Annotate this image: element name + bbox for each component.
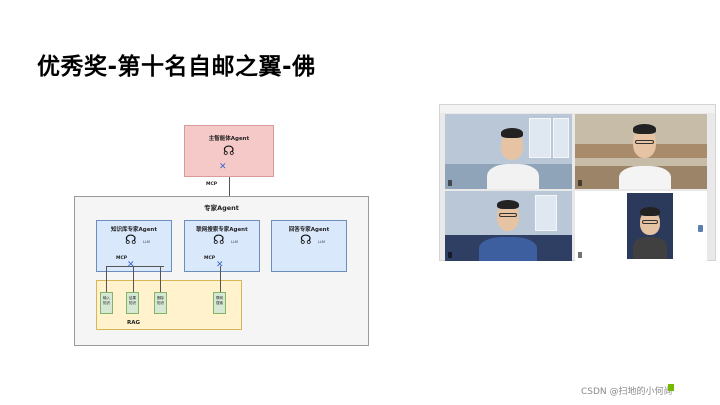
llm-label: LLM xyxy=(318,240,325,244)
answer-agent-box: 回答专家Agent ☊ LLM xyxy=(271,220,347,272)
connector-line xyxy=(229,177,230,196)
knowledge-agent-label: 知识库专家Agent xyxy=(111,227,157,233)
participant-video-frame xyxy=(627,193,673,259)
main-agent-box: 主智能体Agent ☊ xyxy=(184,125,274,177)
rag-label: RAG xyxy=(127,320,141,326)
mcp-sub1-label: MCP xyxy=(116,256,128,261)
brain-icon: ☊ xyxy=(300,233,312,248)
brain-icon: ☊ xyxy=(213,233,225,248)
tool-input-knowledge: 输入 知识 xyxy=(100,292,113,314)
llm-label: LLM xyxy=(143,240,150,244)
knowledge-agent-box: 知识库专家Agent ☊ LLM xyxy=(96,220,172,272)
video-tile[interactable] xyxy=(575,114,707,189)
connector-line xyxy=(220,266,221,292)
window-image xyxy=(535,195,557,231)
expert-agent-label: 专家Agent xyxy=(204,204,239,212)
window-image xyxy=(553,118,569,158)
search-agent-label: 联网搜索专家Agent xyxy=(196,227,248,233)
mcp-connector-icon: ✕ xyxy=(219,162,227,172)
agent-architecture-diagram: 主智能体Agent ☊ ✕ MCP 专家Agent 知识库专家Agent ☊ L… xyxy=(74,120,369,346)
main-agent-label: 主智能体Agent xyxy=(208,136,250,142)
participant-name-tag xyxy=(578,252,582,258)
answer-agent-label: 回答专家Agent xyxy=(288,227,330,233)
mcp-connector-icon: ✕ xyxy=(127,260,135,270)
slide-title: 优秀奖-第十名自邮之翼-佛 xyxy=(37,54,316,80)
connector-line xyxy=(106,266,164,267)
participant-name-tag xyxy=(448,180,452,186)
mcp-connector-icon: ✕ xyxy=(216,260,224,270)
side-panel-button-icon[interactable] xyxy=(698,225,703,232)
connector-line xyxy=(133,266,134,292)
brain-icon: ☊ xyxy=(223,144,235,159)
participant-name-tag xyxy=(448,252,452,258)
csdn-watermark: CSDN @扫地的小何尚 xyxy=(581,387,673,397)
participant-name-tag xyxy=(578,180,582,186)
video-tile[interactable] xyxy=(575,191,707,261)
mcp-sub2-label: MCP xyxy=(204,256,216,261)
window-image xyxy=(529,118,551,158)
video-tile[interactable] xyxy=(445,191,572,261)
video-tile[interactable] xyxy=(445,114,572,189)
connector-line xyxy=(106,266,107,292)
video-conference-window xyxy=(439,104,716,261)
search-agent-box: 联网搜索专家Agent ☊ LLM xyxy=(184,220,260,272)
connector-line xyxy=(160,266,161,292)
tool-web-search: 联网 搜索 xyxy=(213,292,226,314)
video-top-bar xyxy=(440,105,715,113)
mcp-top-label: MCP xyxy=(206,182,218,187)
tool-result-knowledge: 结果 知识 xyxy=(126,292,139,314)
brain-icon: ☊ xyxy=(125,233,137,248)
tool-delete-knowledge: 删除 知识 xyxy=(154,292,167,314)
nvidia-logo-icon xyxy=(668,384,674,391)
llm-label: LLM xyxy=(231,240,238,244)
